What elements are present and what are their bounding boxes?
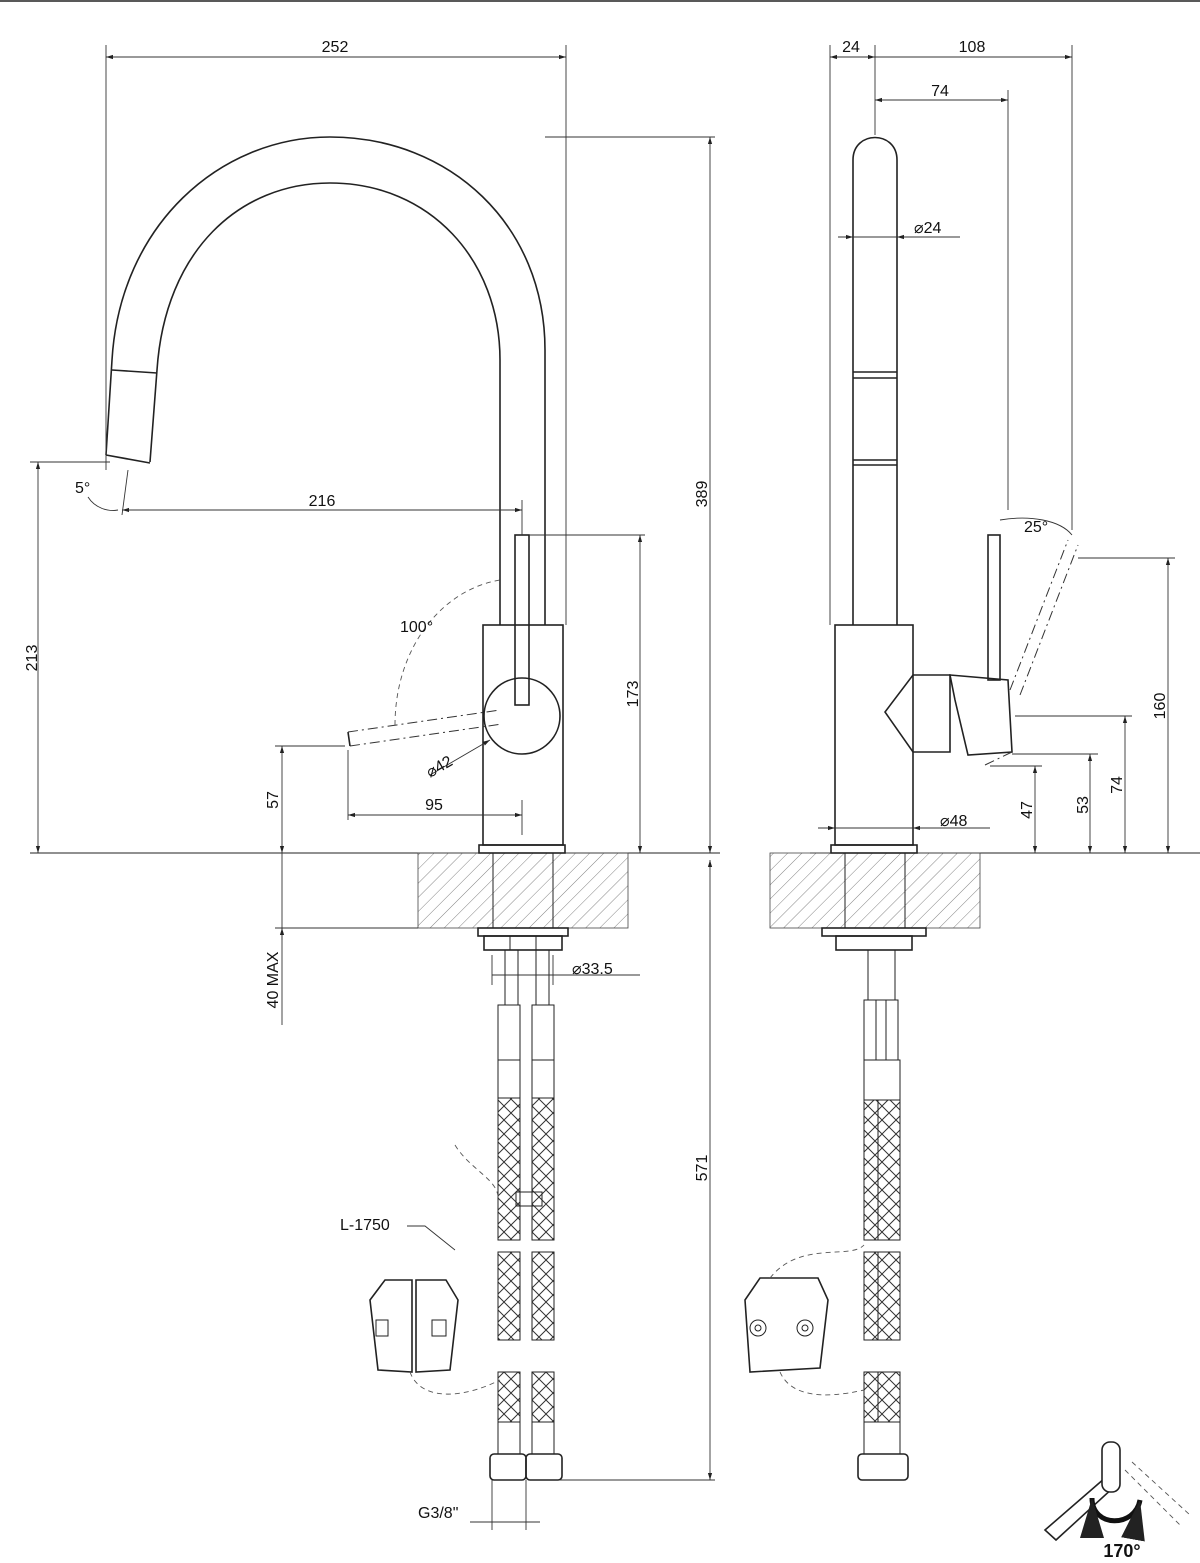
lever xyxy=(514,534,530,706)
dim-74-top: 74 xyxy=(931,83,949,100)
front-view: 252 216 5° 213 100° 173 389 ⌀42 95 57 40… xyxy=(24,39,720,1530)
dim-25-deg: 25° xyxy=(1024,519,1048,536)
dim-74-side: 74 xyxy=(1109,776,1126,794)
dim-47: 47 xyxy=(1019,801,1036,819)
spout xyxy=(105,136,546,625)
dim-24: 24 xyxy=(842,39,860,56)
dim-shank-diameter: ⌀33.5 xyxy=(572,961,613,978)
swivel-rotation-icon: 170° xyxy=(1043,1441,1191,1561)
countertop-section xyxy=(417,852,629,929)
dim-173: 173 xyxy=(625,681,642,708)
dim-100-deg: 100° xyxy=(400,619,433,636)
control-box xyxy=(369,1279,459,1373)
side-spout xyxy=(852,136,898,625)
dim-160: 160 xyxy=(1152,693,1169,720)
dim-389: 389 xyxy=(694,481,711,508)
dim-108: 108 xyxy=(959,39,986,56)
dim-571: 571 xyxy=(694,1155,711,1182)
dim-knob-diameter: ⌀42 xyxy=(424,753,456,781)
dim-57: 57 xyxy=(265,791,282,809)
side-view: 24 108 74 ⌀24 25° 160 74 53 47 ⌀48 xyxy=(744,39,1200,1481)
swivel-angle-label: 170° xyxy=(1103,1541,1140,1561)
dim-95: 95 xyxy=(425,797,443,814)
dim-53: 53 xyxy=(1075,796,1092,814)
hose-length-label: L-1750 xyxy=(340,1217,390,1234)
knob xyxy=(483,677,561,755)
supply-hoses xyxy=(489,950,563,1481)
dim-body-diameter: ⌀48 xyxy=(940,813,968,830)
dim-5-deg: 5° xyxy=(75,480,90,497)
dim-40-max: 40 MAX xyxy=(265,951,282,1008)
connection-thread-label: G3/8" xyxy=(418,1505,458,1522)
dim-spout-diameter: ⌀24 xyxy=(914,220,942,237)
faucet-body xyxy=(482,624,564,846)
dim-213: 213 xyxy=(24,645,41,672)
dim-252: 252 xyxy=(322,39,349,56)
dim-216: 216 xyxy=(309,493,336,510)
